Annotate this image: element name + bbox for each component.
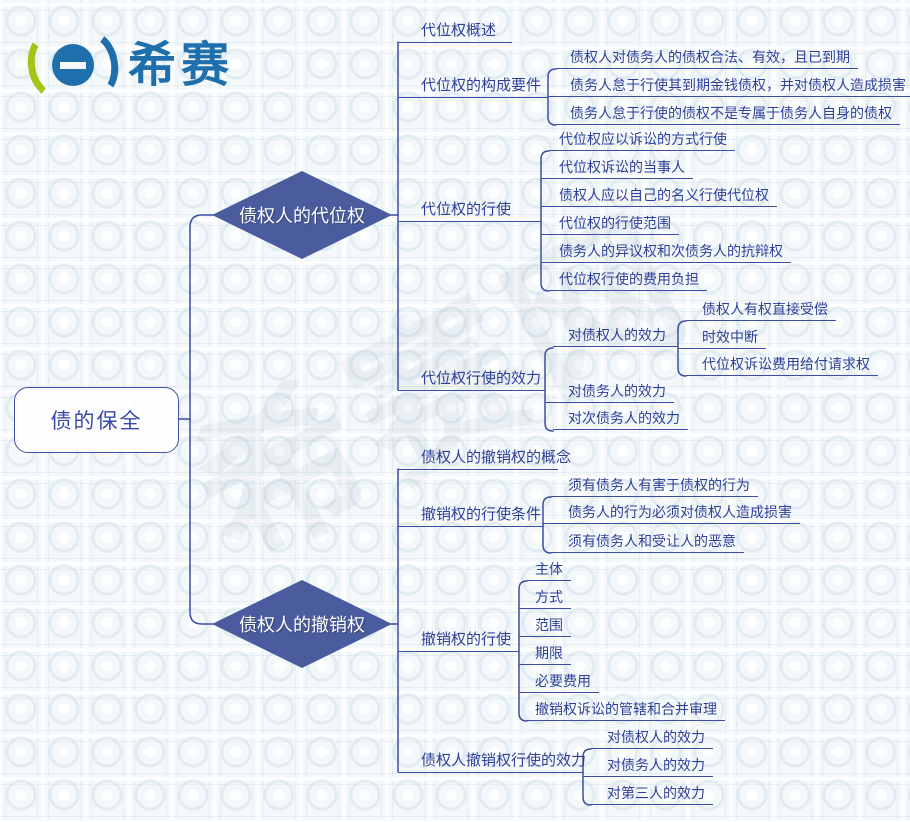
logo-brand-text: 希赛 [128, 37, 235, 93]
node-2-exercise-1[interactable]: 主体 [527, 561, 571, 581]
connector [547, 68, 557, 126]
node-1-elements-3[interactable]: 债务人怠于行使的债权不是专属于债务人自身的债权 [556, 105, 900, 125]
node-1-effect-debtor[interactable]: 对债务人的效力 [545, 383, 674, 403]
connector [544, 347, 554, 432]
node-2-effect[interactable]: 债权人撤销权行使的效力 [398, 751, 586, 773]
node-1-exercise-5[interactable]: 债务人的异议权和次债务人的抗辩权 [541, 243, 791, 263]
node-2-exercise-6[interactable]: 撤销权诉讼的管辖和合并审理 [527, 701, 725, 721]
node-2-conditions[interactable]: 撤销权的行使条件 [398, 505, 543, 527]
connector [189, 214, 215, 420]
node-2-exercise-2[interactable]: 方式 [519, 589, 571, 609]
node-2-concept[interactable]: 债权人的撤销权的概念 [398, 448, 571, 470]
node-2-effect-thirdparty[interactable]: 对第三人的效力 [591, 785, 713, 805]
node-2-conditions-3[interactable]: 须有债务人和受让人的恶意 [551, 533, 744, 553]
node-1-exercise-3[interactable]: 债权人应以自己的名义行使代位权 [541, 187, 777, 207]
xisai-logo: 希赛 [22, 25, 235, 105]
node-1-effect-creditor[interactable]: 对债权人的效力 [553, 327, 678, 347]
node-1-exercise-4[interactable]: 代位权的行使范围 [541, 215, 679, 235]
node-1-elements-1[interactable]: 债权人对债务人的债权合法、有效，且已到期 [556, 49, 858, 69]
node-1-elements-2[interactable]: 债务人怠于行使其到期金钱债权，并对债权人造成损害 [548, 77, 910, 97]
node-2-effect-debtor[interactable]: 对债务人的效力 [583, 757, 713, 777]
node-1-exercise-1[interactable]: 代位权应以诉讼的方式行使 [549, 131, 735, 151]
node-2-conditions-1[interactable]: 须有债务人有害于债权的行为 [551, 477, 758, 497]
connector [518, 580, 528, 722]
node-2-exercise-3[interactable]: 范围 [519, 617, 571, 637]
node-1-effect-creditor-1[interactable]: 债权人有权直接受偿 [686, 301, 836, 321]
node-1-exercise[interactable]: 代位权的行使 [398, 200, 541, 222]
connector [582, 748, 592, 806]
node-1-overview[interactable]: 代位权概述 [398, 21, 512, 43]
logo-e-icon [52, 44, 94, 86]
node-2-effect-creditor[interactable]: 对债权人的效力 [591, 729, 713, 749]
connector [542, 496, 552, 554]
node-2-exercise[interactable]: 撤销权的行使 [398, 630, 519, 652]
node-1-elements[interactable]: 代位权的构成要件 [398, 76, 548, 98]
node-1-effect[interactable]: 代位权行使的效力 [398, 369, 545, 391]
node-1-exercise-2[interactable]: 代位权诉讼的当事人 [541, 159, 693, 179]
node-2-exercise-4[interactable]: 期限 [519, 645, 571, 665]
node-2-conditions-2[interactable]: 债务人的行为必须对债权人造成损害 [543, 504, 800, 524]
node-1-effect-subdebtor[interactable]: 对次债务人的效力 [553, 410, 688, 430]
node-1-exercise-6[interactable]: 代位权行使的费用负担 [549, 271, 707, 291]
node-1-effect-creditor-3[interactable]: 代位权诉讼费用给付请求权 [686, 356, 878, 376]
node-1-effect-creditor-2[interactable]: 时效中断 [678, 329, 766, 349]
node-2-exercise-5[interactable]: 必要费用 [519, 673, 599, 693]
connector [189, 418, 215, 625]
connector [540, 150, 550, 292]
root-node[interactable]: 债的保全 [14, 387, 179, 453]
